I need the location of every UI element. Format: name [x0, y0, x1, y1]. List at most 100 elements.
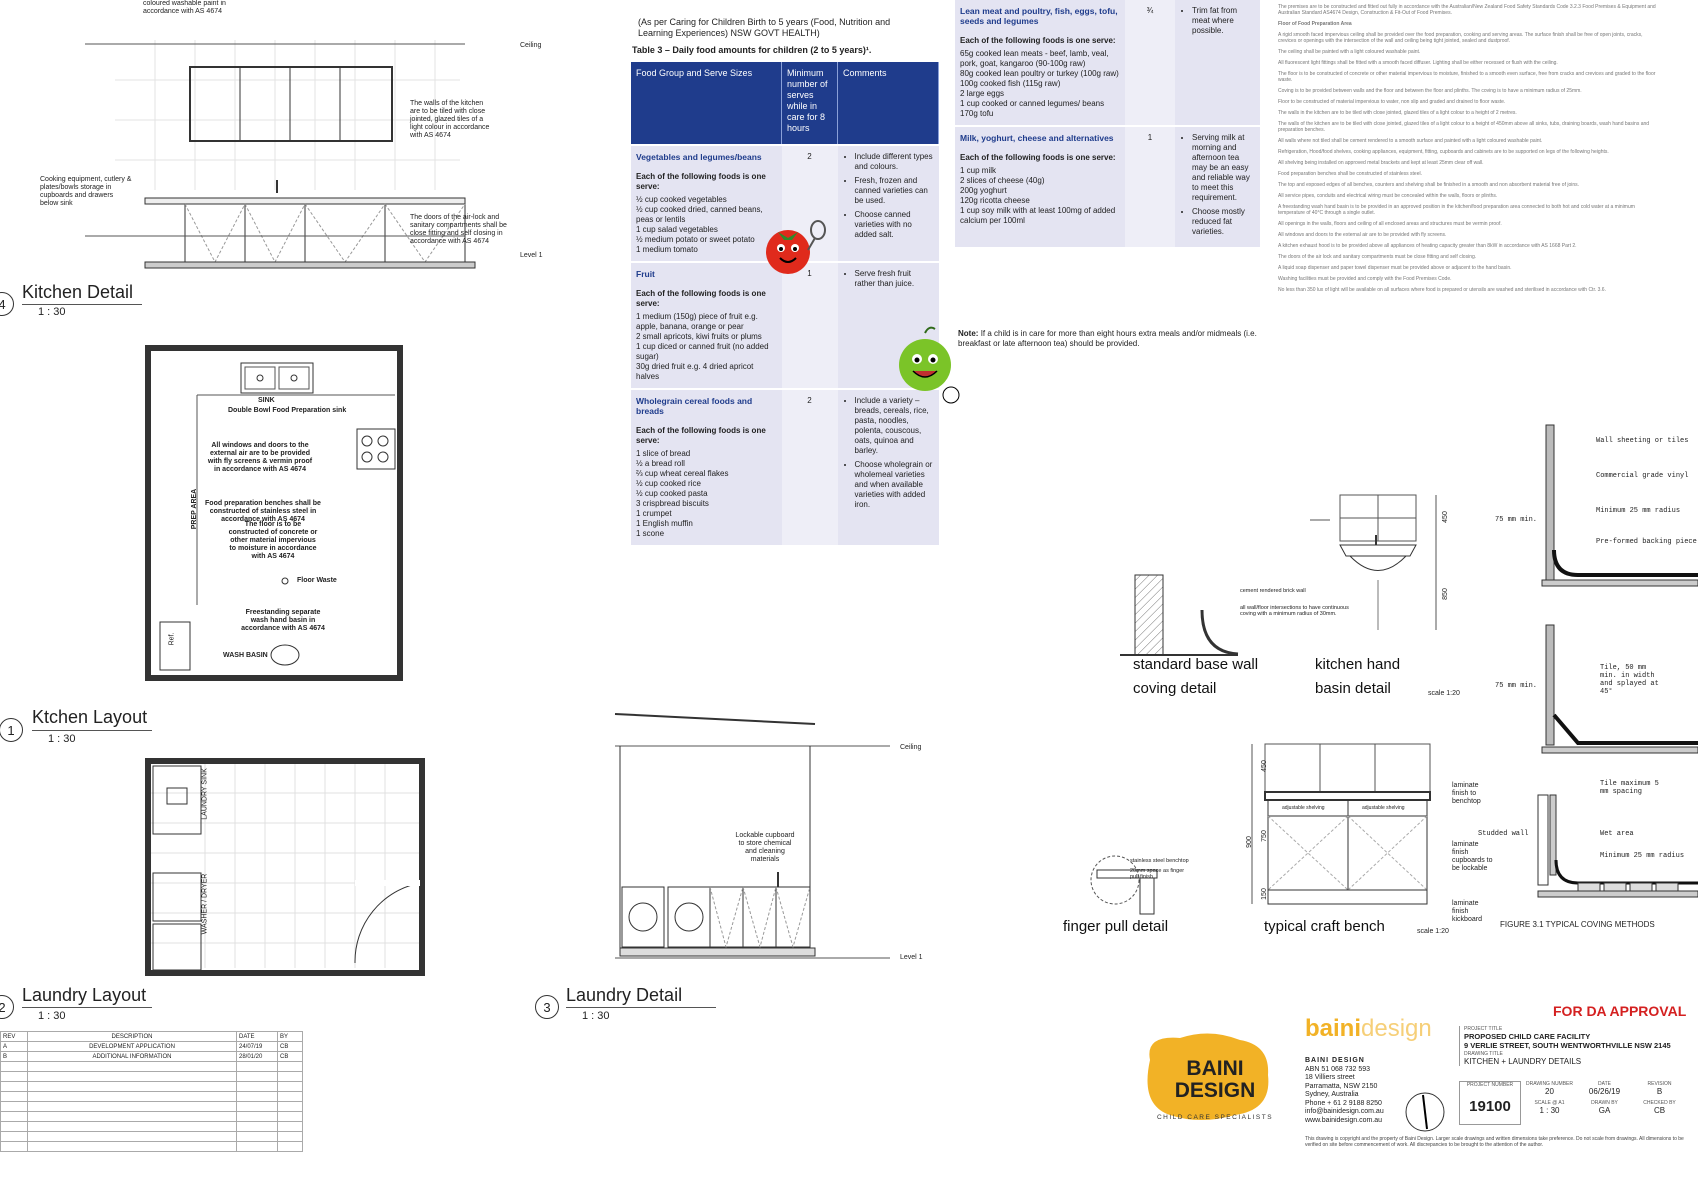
paragraph: The floor is to be constructed of concre…	[1278, 71, 1656, 83]
list-item: 100g cooked fish (115g raw)	[960, 79, 1061, 88]
hand-basin-drawing	[1310, 494, 1437, 630]
comment: Serving milk at morning and afternoon te…	[1192, 133, 1255, 203]
level-1: Level 1	[520, 252, 543, 259]
serves: 1	[781, 261, 838, 389]
rev-header: DATE	[236, 1031, 278, 1042]
address-3: Sydney, Australia	[1305, 1091, 1359, 1098]
cell: CB	[277, 1051, 303, 1062]
paragraph: Washing facilities must be provided and …	[1278, 276, 1452, 282]
project-number-box: PROJECT NUMBER 19100	[1459, 1081, 1521, 1125]
coving-note-2: all wall/floor intersections to have con…	[1240, 605, 1349, 617]
kitchen-plan-drawing	[145, 345, 403, 681]
copyright-note: This drawing is copyright and the proper…	[1305, 1136, 1684, 1148]
comment: Trim fat from meat where possible.	[1192, 6, 1255, 36]
paragraph: All shelving being installed on approved…	[1278, 160, 1484, 166]
top-note: coloured washable paint in accordance wi…	[143, 0, 226, 15]
company-name: BAINI DESIGN	[1305, 1057, 1365, 1064]
list-item: 1 cup salad vegetables	[636, 225, 718, 234]
comment: Choose canned varieties with no added sa…	[855, 210, 934, 240]
list-item: 1 scone	[636, 529, 665, 538]
cell: DEVELOPMENT APPLICATION	[27, 1041, 237, 1052]
view-title: Ktchen Layout	[32, 707, 148, 727]
web-link[interactable]: www.bainidesign.com.au	[1305, 1116, 1383, 1124]
paragraph: A freestanding wash hand basin is to be …	[1278, 204, 1635, 216]
drawer-label: adjustable shelving	[1362, 805, 1405, 811]
view-title: Laundry Layout	[22, 985, 147, 1005]
wash-basin-label: WASH BASIN	[223, 652, 268, 659]
serve-intro: Each of the following foods is one serve…	[636, 172, 766, 191]
header-comments: Comments	[837, 62, 939, 145]
table-row: A DEVELOPMENT APPLICATION 24/07/19 CB	[0, 1041, 303, 1052]
table-row: Wholegrain cereal foods and breads Each …	[631, 388, 939, 545]
food-table: Food Group and Serve Sizes Minimum numbe…	[631, 62, 939, 545]
list-item: 30g dried fruit e.g. 4 dried apricot hal…	[636, 362, 754, 381]
coving-note-1: cement rendered brick wall	[1240, 588, 1306, 594]
dim-850: 850	[1441, 588, 1449, 600]
title-underline	[32, 730, 152, 731]
comment: Include different types and colours.	[855, 152, 934, 172]
craft-bench-label: typical craft bench	[1264, 918, 1385, 935]
ceiling-level: Ceiling	[520, 42, 542, 49]
list-item: ½ cup cooked vegetables	[636, 195, 727, 204]
dim-450: 450	[1441, 511, 1449, 523]
email-link[interactable]: info@bainidesign.com.au	[1305, 1108, 1384, 1115]
header-min-serves: Minimum number of serves while in care f…	[781, 62, 838, 145]
list-item: 1 crumpet	[636, 509, 672, 518]
view-scale: 1 : 30	[38, 1010, 66, 1022]
view-number-3: 3	[535, 995, 559, 1019]
drawing-number-label: DRAWING NUMBER	[1525, 1081, 1574, 1087]
list-item: 65g cooked lean meats - beef, lamb, veal…	[960, 49, 1109, 68]
paragraph: The top and exposed edges of all benches…	[1278, 182, 1580, 188]
laundry-elevation-drawing	[614, 713, 890, 959]
note-windows: All windows and doors to the external ai…	[207, 442, 313, 473]
category: Fruit	[636, 269, 655, 279]
list-item: 2 slices of cheese (40g)	[960, 176, 1045, 185]
rev-header: REV	[0, 1031, 28, 1042]
title-underline	[22, 304, 142, 305]
baini-design-logo	[1147, 1033, 1269, 1120]
paragraph: All service pipes, conduits and electric…	[1278, 193, 1498, 199]
drawer-label: adjustable shelving	[1282, 805, 1325, 811]
paragraph: A rigid smooth faced impervious ceiling …	[1278, 32, 1643, 44]
project-number-label: PROJECT NUMBER	[1466, 1082, 1514, 1088]
cell: B	[0, 1051, 28, 1062]
rev-header: DESCRIPTION	[27, 1031, 237, 1042]
coving-label: Tile, 50 mm min. in width and splayed at…	[1600, 664, 1659, 696]
checked-by: CB	[1653, 1106, 1666, 1115]
finger-pull-drawing	[1090, 855, 1158, 915]
spec-heading: Floor of Food Preparation Area	[1278, 21, 1352, 27]
view-title: Kitchen Detail	[22, 282, 134, 302]
tomato-mascot-icon	[766, 220, 826, 274]
list-item: 3 crispbread biscuits	[636, 499, 709, 508]
brand-a: baini	[1305, 1015, 1362, 1042]
paragraph: All fluorescent light fittings shall be …	[1278, 60, 1558, 66]
scale-label: SCALE @ A1	[1534, 1100, 1565, 1106]
project-title: PROPOSED CHILD CARE FACILITY	[1464, 1032, 1591, 1041]
view-scale: 1 : 30	[582, 1010, 610, 1022]
apple-mascot-icon	[899, 326, 960, 404]
paragraph: Floor to be constructed of material impe…	[1278, 99, 1506, 105]
basin-label-2: basin detail	[1315, 680, 1391, 697]
drawn-by: GA	[1598, 1106, 1611, 1115]
paragraph: Coving is to be provided between walls a…	[1278, 88, 1582, 94]
drawing-meta: DRAWING NUMBER DATE REVISION 20 06/26/19…	[1522, 1081, 1687, 1115]
view-number-2: 2	[0, 995, 14, 1019]
paragraph: The premises are to be constructed and f…	[1278, 4, 1656, 16]
paragraph: The ceiling shall be painted with a ligh…	[1278, 49, 1421, 55]
scale: 1 : 30	[1539, 1106, 1560, 1115]
coving-label: Minimum 25 mm radius	[1596, 507, 1681, 515]
drawing-title: KITCHEN + LAUNDRY DETAILS	[1464, 1057, 1582, 1066]
list-item: 1 English muffin	[636, 519, 693, 528]
dim-label: 75 mm min.	[1495, 682, 1538, 690]
dim-150: 150	[1260, 888, 1268, 900]
note-doors: The doors of the air-lock and sanitary c…	[410, 214, 507, 245]
project-title-label: PROJECT TITLE	[1464, 1026, 1503, 1032]
project-address: 9 VERLIE STREET, SOUTH WENTWORTHVILLE NS…	[1464, 1041, 1671, 1050]
note-floor: The floor is to be constructed of concre…	[228, 521, 318, 560]
list-item: 170g tofu	[960, 109, 994, 118]
kitchen-elevation-drawing	[85, 40, 476, 269]
serves: 1	[1125, 125, 1175, 247]
coving-drawing	[1120, 574, 1239, 656]
table-row: Milk, yoghurt, cheese and alternatives E…	[955, 125, 1260, 247]
comment: Choose mostly reduced fat varieties.	[1192, 207, 1255, 237]
